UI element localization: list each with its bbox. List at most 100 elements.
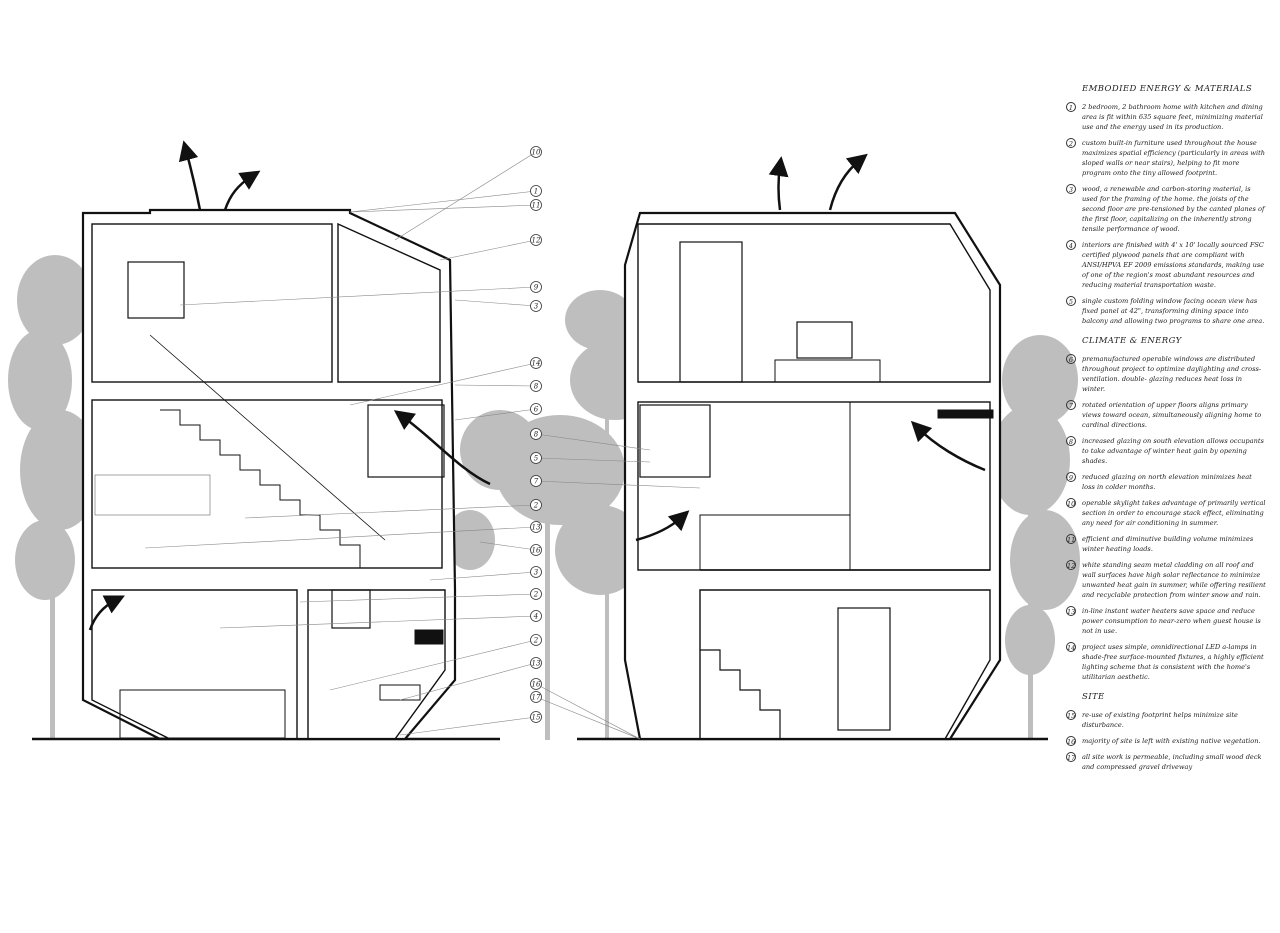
section-title: CLIMATE & ENERGY [1082,336,1182,346]
callout-circle [530,146,542,158]
callout-circle [530,475,542,487]
callout-leader [349,204,537,213]
callout-number: 1 [534,188,538,196]
callout-circle [530,711,542,723]
callout-circle [530,499,542,511]
left-section [81,208,457,741]
airflow-arrows [88,140,986,631]
callout-number: 17 [532,694,541,702]
callout-circle [530,185,542,197]
callout-leader [454,384,537,387]
callout-circle [530,380,542,392]
callout-circle [530,657,542,669]
callout-number: 2 [533,637,539,645]
callout-number: 2 [533,502,539,510]
note-number: 16 [1066,736,1076,746]
callout-number: 16 [532,547,541,555]
note-text: increased glazing on south elevation all… [1082,437,1264,465]
note-item: 9 reduced glazing on north elevation mini… [1066,472,1266,492]
note-text: all site work is permeable, including sm… [1082,753,1262,771]
callout-number: 11 [532,202,541,210]
callout-leader [144,526,537,549]
callout-number: 16 [532,681,541,689]
callout-circle [530,566,542,578]
note-item: 17 all site work is permeable, including … [1066,752,1266,772]
callout-leader [479,541,537,551]
callout-leader [399,716,537,736]
callout-leader [179,286,537,306]
note-number: 11 [1066,534,1076,544]
note-text: premanufactured operable windows are dis… [1082,355,1262,393]
callout-number: 12 [532,237,541,245]
callout-leader [394,151,537,241]
trees-right [990,335,1080,740]
callout-circle [530,403,542,415]
callout-number: 3 [534,569,539,577]
callout-leader [299,593,537,603]
note-number: 9 [1066,472,1076,482]
callout-number: 5 [534,455,539,463]
note-number: 15 [1066,710,1076,720]
callout-circle [530,691,542,703]
note-number: 13 [1066,606,1076,616]
callout-circle [530,452,542,464]
callout-circle [530,610,542,622]
note-number: 17 [1066,752,1076,762]
note-item: 13 in-line instant water heaters save spa… [1066,606,1266,636]
callout-leader [439,239,537,261]
section-title: EMBODIED ENERGY & MATERIALS [1082,84,1253,94]
note-number: 1 [1066,102,1076,112]
note-number: 7 [1066,400,1076,410]
callout-number: 6 [534,406,539,414]
callout-circle [530,544,542,556]
note-number: 12 [1066,560,1076,570]
trees-left [8,255,100,740]
callout-number: 2 [533,591,539,599]
note-text: wood, a renewable and carbon-storing mat… [1082,185,1265,233]
callout-leader [244,504,537,519]
note-text: custom built-in furniture used throughou… [1082,139,1265,177]
callout-number: 4 [533,613,538,621]
callout-leader [454,299,537,307]
note-text: re-use of existing footprint helps minim… [1082,711,1238,729]
callout-circle [530,634,542,646]
callout-leader [535,696,641,740]
callout-leader [535,433,651,451]
callout-leader [349,190,537,213]
callout-circle [530,199,542,211]
note-text: interiors are finished with 4' x 10' loc… [1082,241,1265,289]
callout-leader [429,571,537,581]
callout-number: 13 [532,660,541,668]
callout-leader [454,408,537,421]
note-text: in-line instant water heaters save space… [1082,607,1261,635]
callout-number: 13 [532,524,541,532]
callout-leader [219,615,537,629]
callout-leader [349,362,537,406]
note-number: 8 [1066,436,1076,446]
section-title: SITE [1082,692,1105,702]
note-number: 14 [1066,642,1076,652]
right-section [623,211,1002,741]
note-text: reduced glazing on north elevation minim… [1082,473,1252,491]
callout-circle [530,428,542,440]
callout-circle [530,281,542,293]
callout-number: 8 [534,383,539,391]
note-number: 5 [1066,296,1076,306]
callout-number: 3 [534,303,539,311]
callout-leader [535,480,701,489]
callout-number: 7 [534,478,539,486]
note-item: 15 re-use of existing footprint helps min… [1066,710,1266,730]
callout-number: 14 [532,360,541,368]
callout-leader [329,639,537,691]
